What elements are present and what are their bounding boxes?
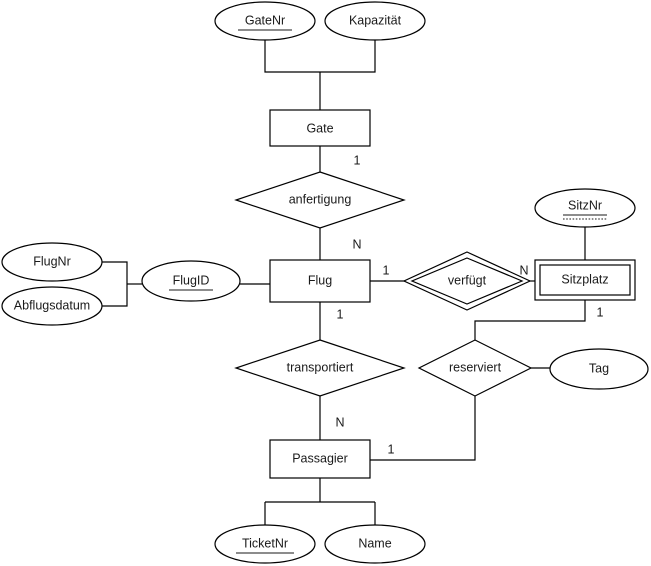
relationship-transportiert-diamond[interactable] xyxy=(234,339,406,397)
attribute-name-ellipse[interactable] xyxy=(324,524,426,564)
attribute-ticketnr-label: TicketNr xyxy=(242,536,288,550)
relationship-reserviert-label: reserviert xyxy=(449,360,502,374)
attribute-name[interactable]: Name xyxy=(324,524,426,564)
cardinality-sitzplatz-reserviert: 1 xyxy=(597,305,604,319)
attribute-abflugsdatum[interactable]: Abflugsdatum xyxy=(1,286,103,326)
attribute-gatenr[interactable]: GateNr xyxy=(214,1,316,41)
cardinality-transportiert-passagier: N xyxy=(335,415,344,429)
cardinality-gate-anfertigung: 1 xyxy=(354,153,361,167)
relationship-reserviert[interactable]: reserviert xyxy=(417,339,533,397)
relationship-transportiert[interactable]: transportiert xyxy=(234,339,406,397)
entity-sitzplatz-inner-box xyxy=(539,264,631,296)
attribute-kapazitaet[interactable]: Kapazität xyxy=(324,1,426,41)
cardinality-flug-transportiert: 1 xyxy=(337,307,344,321)
relationship-verfuegt-label: verfügt xyxy=(448,273,487,287)
cardinality-reserviert-passagier: 1 xyxy=(388,442,395,456)
relationship-reserviert-diamond[interactable] xyxy=(417,339,533,397)
entity-gate-label: Gate xyxy=(306,121,333,135)
entity-sitzplatz[interactable]: Sitzplatz xyxy=(534,259,636,301)
attribute-flugnr-ellipse[interactable] xyxy=(1,242,103,282)
attribute-tag-label: Tag xyxy=(589,361,609,375)
relationship-transportiert-label: transportiert xyxy=(287,360,354,374)
connector-reserviert-passagier xyxy=(370,396,476,461)
cardinality-layer: 1 N 1 N 1 N 1 1 xyxy=(335,153,603,456)
connector-gate-attributes-bus xyxy=(264,40,376,73)
attribute-kapazitaet-ellipse[interactable] xyxy=(324,1,426,41)
cardinality-verfuegt-sitzplatz: N xyxy=(519,263,528,277)
attribute-ticketnr[interactable]: TicketNr xyxy=(214,524,316,564)
attribute-flugnr-label: FlugNr xyxy=(33,254,71,268)
attribute-flugid-ellipse[interactable] xyxy=(141,260,241,302)
entity-gate[interactable]: Gate xyxy=(269,109,371,147)
entity-passagier-label: Passagier xyxy=(292,451,348,465)
attribute-sitznr[interactable]: SitzNr xyxy=(534,188,636,228)
attribute-flugid[interactable]: FlugID xyxy=(141,260,241,302)
attribute-flugid-label: FlugID xyxy=(173,273,210,287)
relationship-verfuegt-outer-diamond[interactable] xyxy=(402,251,532,311)
attribute-abflugsdatum-ellipse[interactable] xyxy=(1,286,103,326)
connector-sitzplatz-reserviert xyxy=(474,300,586,340)
cardinality-flug-verfuegt: 1 xyxy=(383,263,390,277)
entity-sitzplatz-label: Sitzplatz xyxy=(561,272,608,286)
entity-passagier[interactable]: Passagier xyxy=(269,439,371,479)
relationship-anfertigung-label: anfertigung xyxy=(289,192,352,206)
attribute-kapazitaet-label: Kapazität xyxy=(349,13,402,27)
attribute-abflugsdatum-label: Abflugsdatum xyxy=(14,298,90,312)
relationship-anfertigung[interactable]: anfertigung xyxy=(234,171,406,229)
attribute-name-label: Name xyxy=(358,536,391,550)
connector-layer xyxy=(102,40,586,525)
entity-flug-box[interactable] xyxy=(269,259,371,303)
cardinality-anfertigung-flug: N xyxy=(352,237,361,251)
connector-flug-composite-bus xyxy=(102,261,128,307)
relationship-anfertigung-diamond[interactable] xyxy=(234,171,406,229)
attribute-sitznr-ellipse[interactable] xyxy=(534,188,636,228)
attribute-sitznr-label: SitzNr xyxy=(568,198,602,212)
attribute-gatenr-label: GateNr xyxy=(245,13,285,27)
attribute-tag-ellipse[interactable] xyxy=(549,348,649,390)
entity-gate-box[interactable] xyxy=(269,109,371,147)
entity-sitzplatz-outer-box[interactable] xyxy=(534,259,636,301)
relationship-verfuegt-inner-diamond xyxy=(410,257,524,305)
entity-flug-label: Flug xyxy=(308,273,332,287)
entity-passagier-box[interactable] xyxy=(269,439,371,479)
entity-flug[interactable]: Flug xyxy=(269,259,371,303)
attribute-flugnr[interactable]: FlugNr xyxy=(1,242,103,282)
attribute-tag[interactable]: Tag xyxy=(549,348,649,390)
relationship-verfuegt[interactable]: verfügt xyxy=(402,251,532,311)
